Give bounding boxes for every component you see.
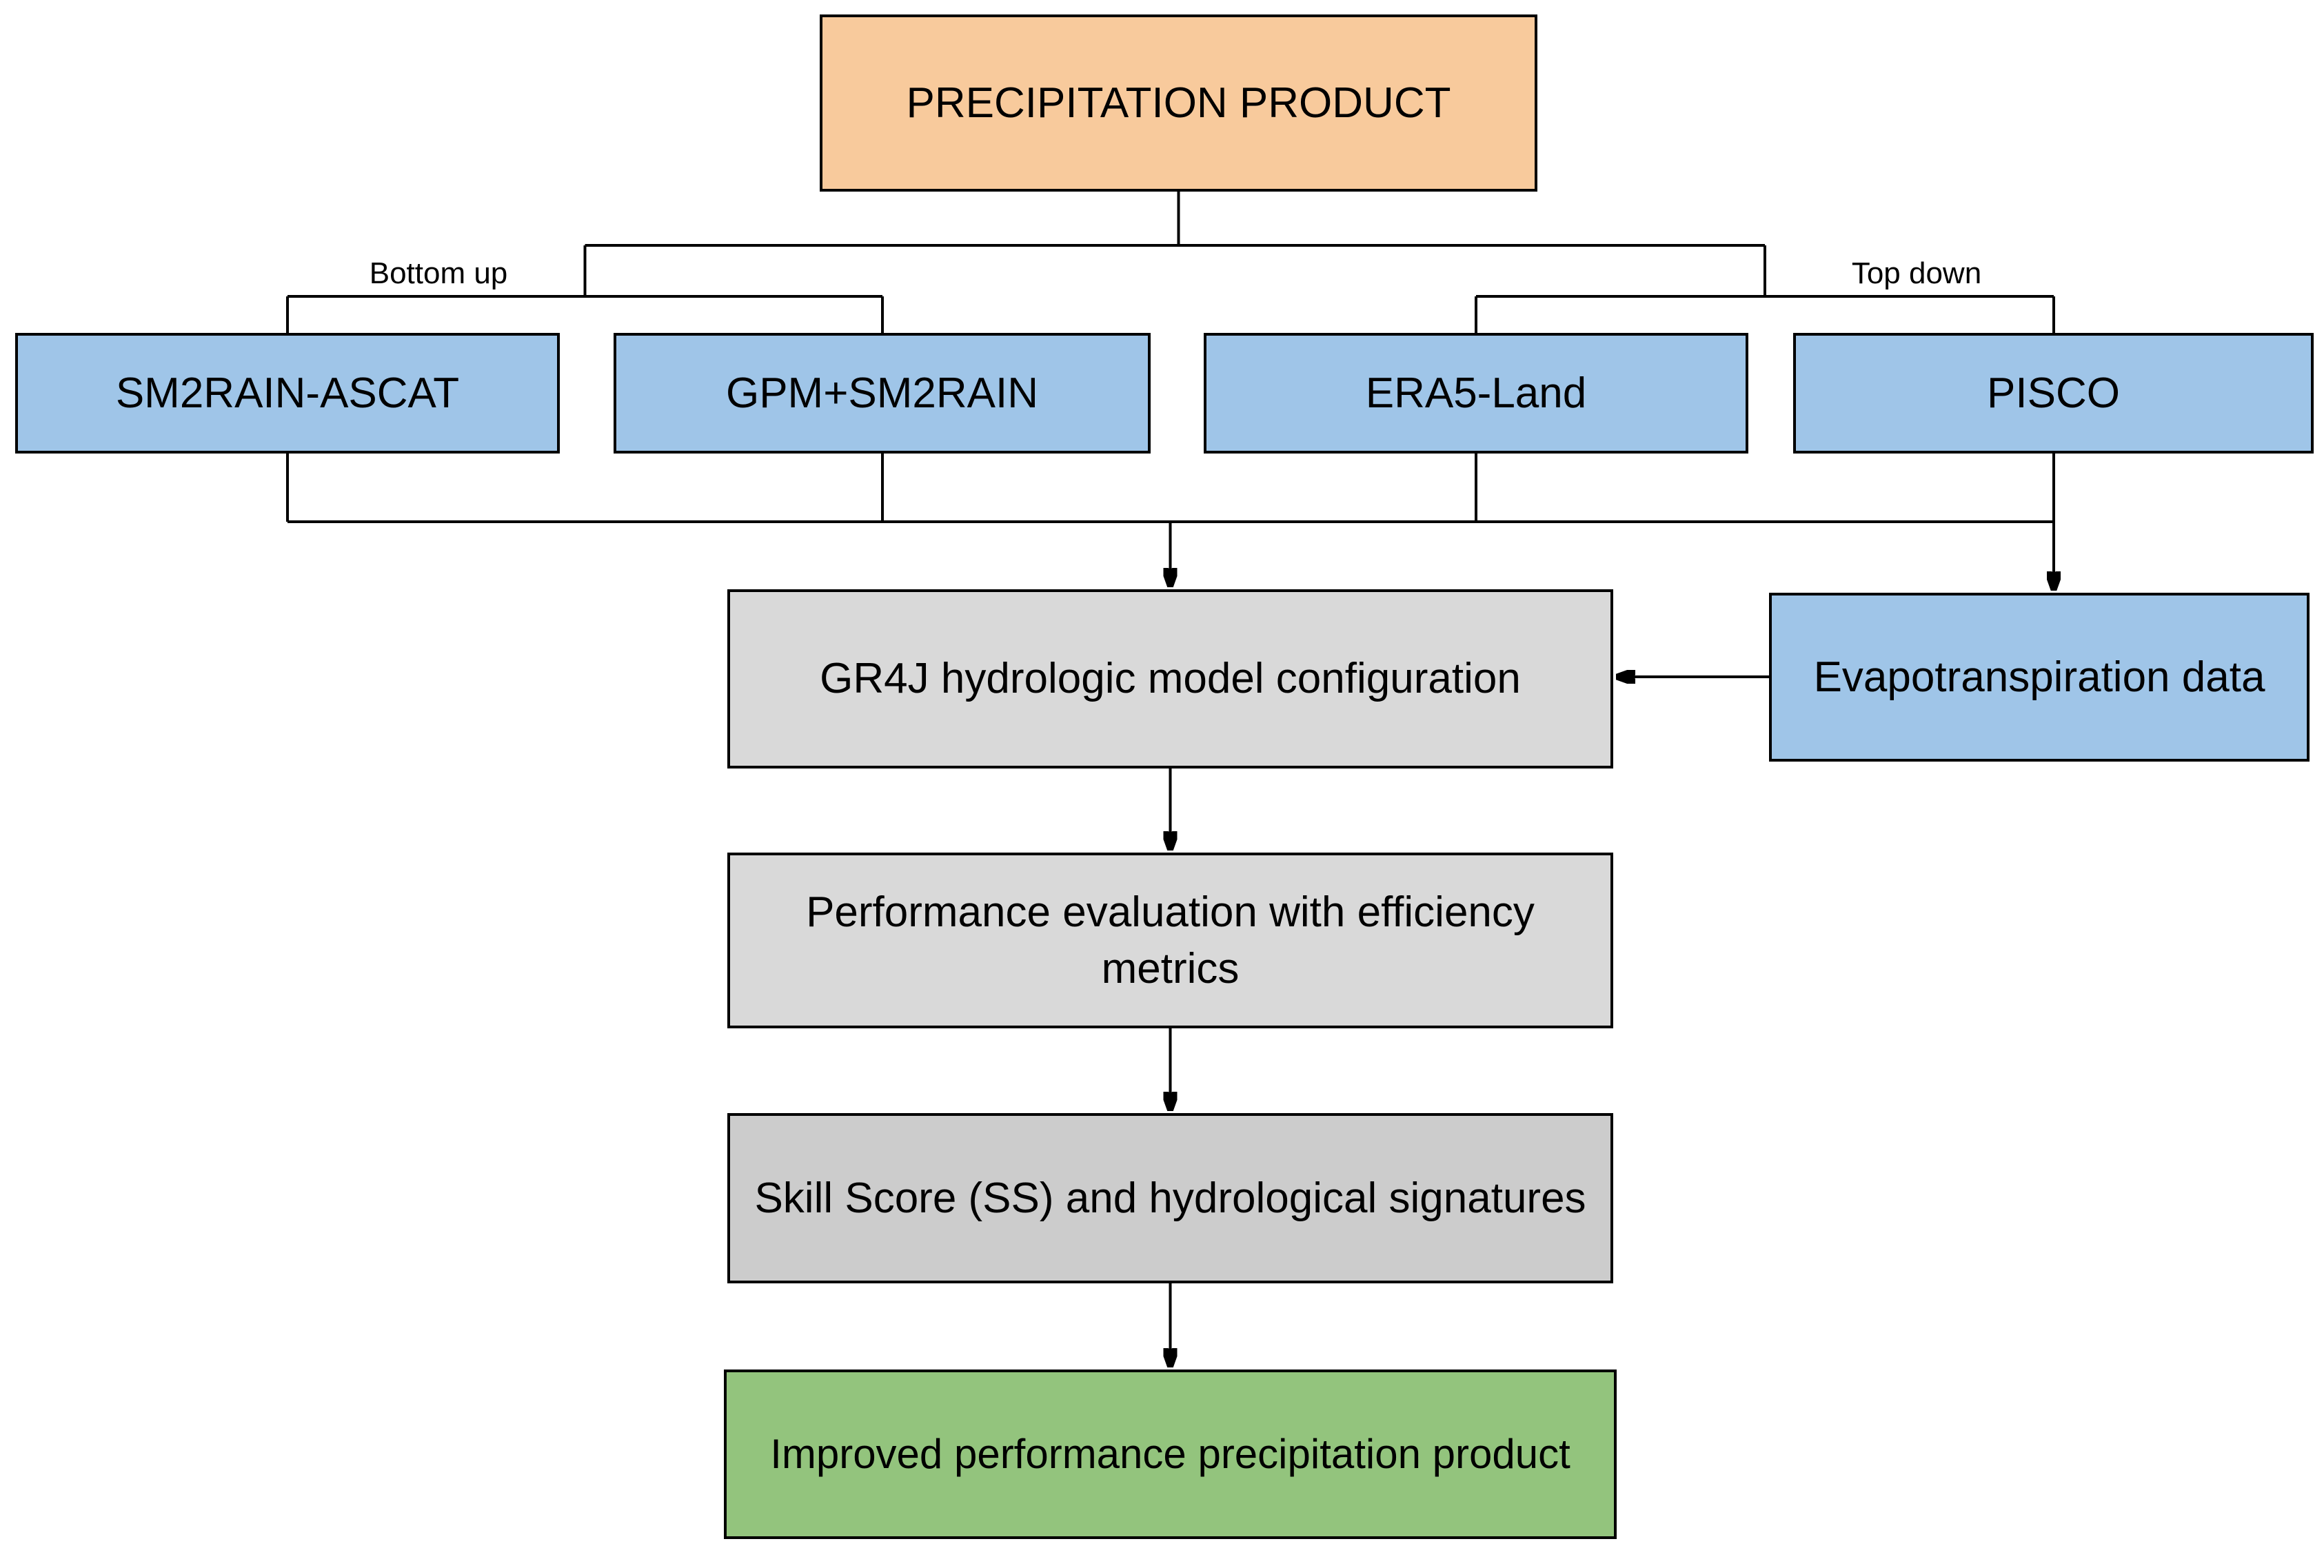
evapotranspiration-label: Evapotranspiration data [1813, 653, 2265, 701]
branch-label-bottom-up: Bottom up [369, 256, 508, 290]
gr4j-model-box: GR4J hydrologic model configuration [727, 589, 1613, 768]
gpm-sm2rain-label: GPM+SM2RAIN [725, 369, 1039, 417]
gpm-sm2rain-box: GPM+SM2RAIN [614, 333, 1151, 454]
branch-label-top-down: Top down [1851, 256, 1982, 290]
evapotranspiration-box: Evapotranspiration data [1769, 593, 2310, 762]
precipitation-product-box: PRECIPITATION PRODUCT [820, 14, 1537, 192]
skill-score-box: Skill Score (SS) and hydrological signat… [727, 1113, 1613, 1283]
pisco-label: PISCO [1987, 369, 2120, 417]
pisco-box: PISCO [1793, 333, 2314, 454]
improved-product-box: Improved performance precipitation produ… [724, 1370, 1617, 1539]
era5-land-box: ERA5-Land [1204, 333, 1748, 454]
improved-product-label: Improved performance precipitation produ… [770, 1431, 1570, 1478]
sm2rain-ascat-label: SM2RAIN-ASCAT [115, 369, 460, 417]
performance-evaluation-box: Performance evaluation with efficiency m… [727, 853, 1613, 1028]
era5-land-label: ERA5-Land [1365, 369, 1587, 417]
gr4j-model-label: GR4J hydrologic model configuration [820, 655, 1521, 703]
precipitation-product-label: PRECIPITATION PRODUCT [906, 79, 1451, 127]
skill-score-label: Skill Score (SS) and hydrological signat… [754, 1174, 1586, 1222]
performance-evaluation-label: Performance evaluation with efficiency m… [806, 888, 1535, 992]
sm2rain-ascat-box: SM2RAIN-ASCAT [15, 333, 560, 454]
